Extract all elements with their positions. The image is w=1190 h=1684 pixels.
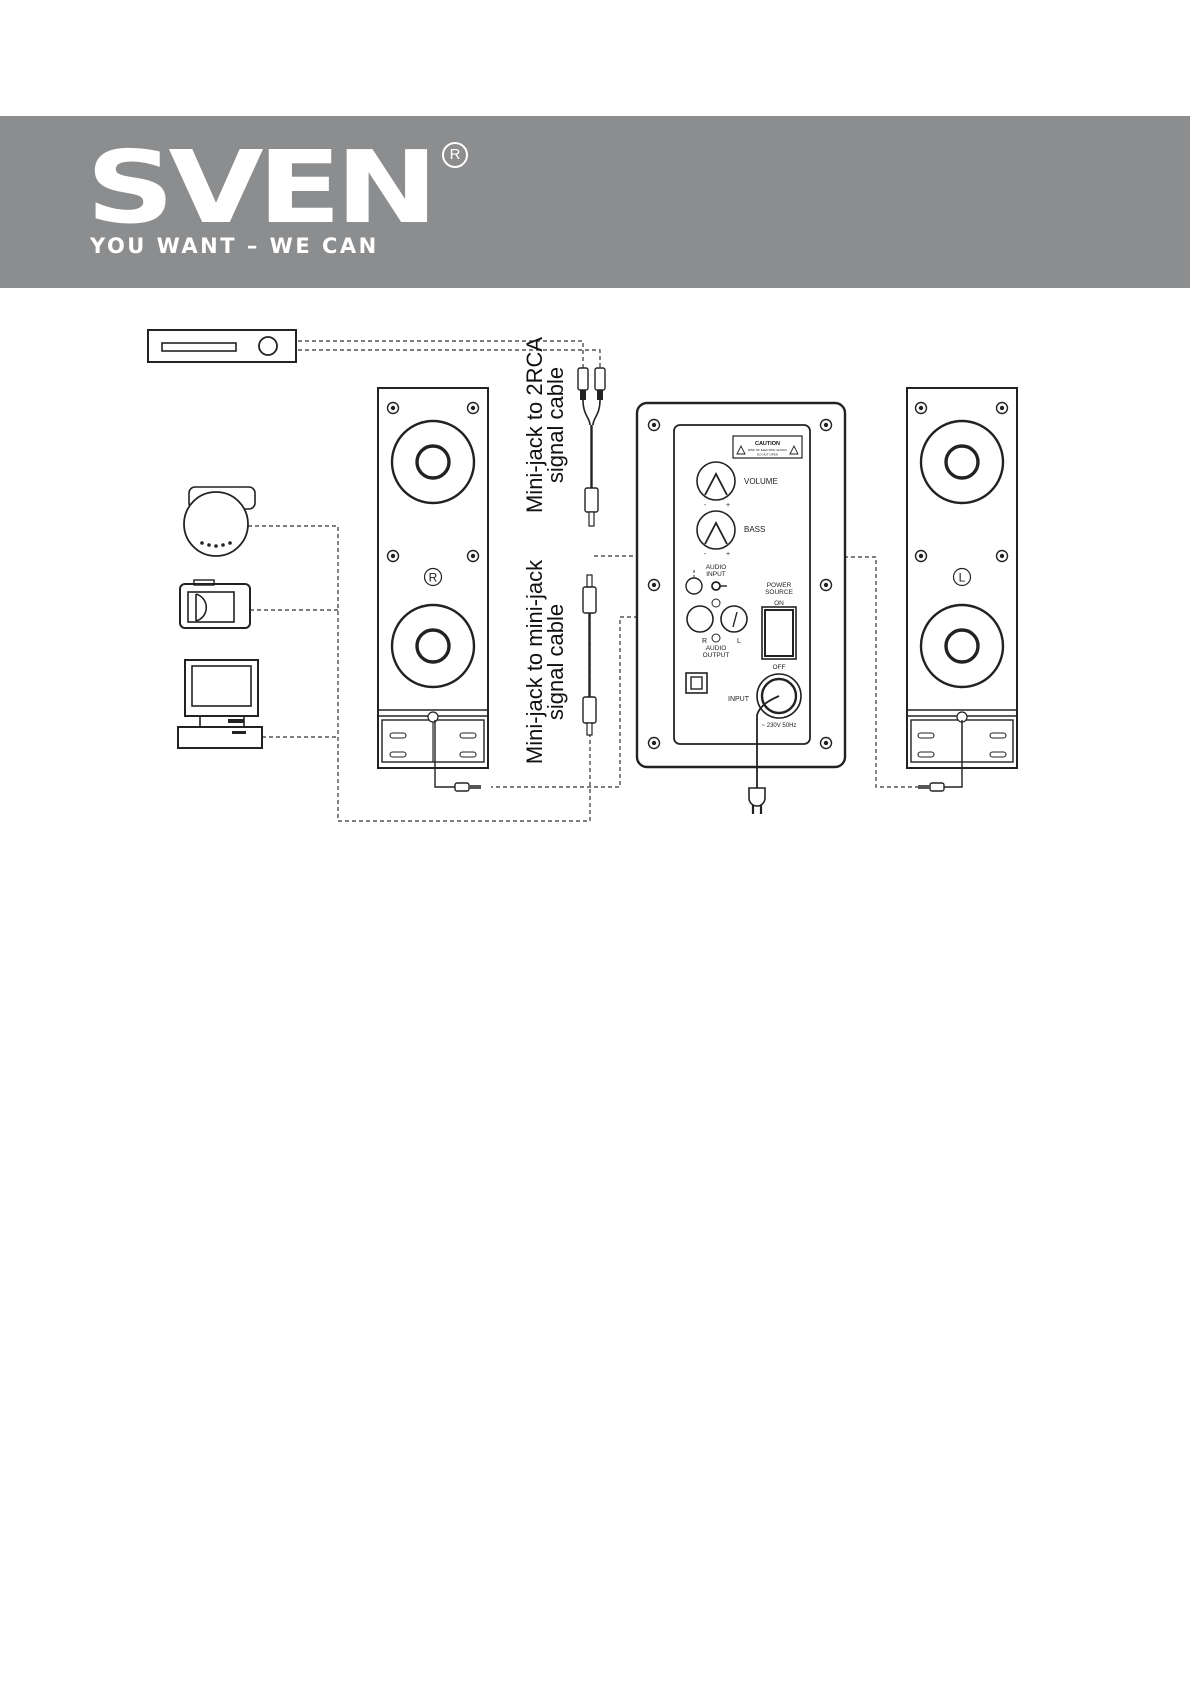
audio-output-led [711, 598, 721, 608]
subwoofer-rear-panel: CAUTION RISK OF ELECTRIC SHOCK DO NOT OP… [635, 401, 847, 769]
caution-text-1: RISK OF ELECTRIC SHOCK [748, 448, 787, 452]
audio-output-l-label: L [737, 638, 741, 645]
voltage-label: ~ 230V 50Hz [762, 723, 797, 729]
logo-wordmark: SVEN [86, 129, 438, 246]
audio-output-r-socket [686, 605, 714, 633]
power-on-label: ON [774, 600, 784, 607]
bass-minus: - [704, 551, 707, 558]
caution-text-2: DO NOT OPEN [757, 453, 778, 457]
sven-logo: SVEN R [86, 138, 478, 262]
audio-input-socket [711, 581, 721, 591]
cassette-player-icon [179, 579, 251, 629]
right-speaker: R [377, 387, 489, 792]
audio-input-label-2: INPUT [706, 571, 726, 578]
rca-cable-label-line1: Mini-jack to 2RCA [522, 337, 547, 513]
bass-knob [696, 510, 736, 550]
audio-output-label-2: OUTPUT [703, 652, 730, 659]
volume-plus: + [726, 502, 730, 509]
volume-knob [696, 461, 736, 501]
right-speaker-badge: R [429, 571, 438, 585]
audio-output-label-1: AUDIO [706, 645, 727, 652]
bass-label: BASS [744, 525, 765, 534]
audio-input-label-1: AUDIO [706, 564, 727, 571]
registered-mark: R [442, 142, 468, 168]
left-speaker: L [906, 387, 1018, 792]
minijack-cable-label-line1: Mini-jack to mini-jack [522, 559, 547, 764]
audio-input-jack [685, 577, 703, 595]
power-off-label: OFF [773, 664, 786, 671]
audio-output-led-2 [711, 633, 721, 643]
rca-cable-label-line2: signal cable [543, 367, 568, 483]
volume-label: VOLUME [744, 477, 778, 486]
power-source-label-1: POWER [767, 582, 792, 589]
volume-minus: - [704, 502, 707, 509]
audio-output-r-label: R [702, 638, 707, 645]
caution-title: CAUTION [755, 441, 780, 447]
brand-tagline: YOU WANT – WE CAN [90, 234, 379, 258]
power-input-label: INPUT [728, 696, 750, 703]
power-plug-icon [748, 695, 780, 814]
fuse-holder [685, 672, 708, 694]
computer-icon [177, 659, 263, 749]
power-source-label-2: SOURCE [765, 589, 793, 596]
minijack-cable-label-line2: signal cable [543, 604, 568, 720]
cd-player-icon [183, 486, 256, 557]
minijack-to-2rca-cable [577, 367, 606, 527]
header-banner [0, 116, 1190, 288]
bass-plus: + [726, 551, 730, 558]
caution-label: CAUTION RISK OF ELECTRIC SHOCK DO NOT OP… [732, 435, 803, 459]
power-switch [761, 606, 797, 660]
dvd-player-icon [147, 329, 297, 363]
minijack-to-minijack-cable [582, 574, 597, 736]
audio-output-l-socket [720, 605, 748, 633]
left-speaker-badge: L [959, 571, 966, 585]
